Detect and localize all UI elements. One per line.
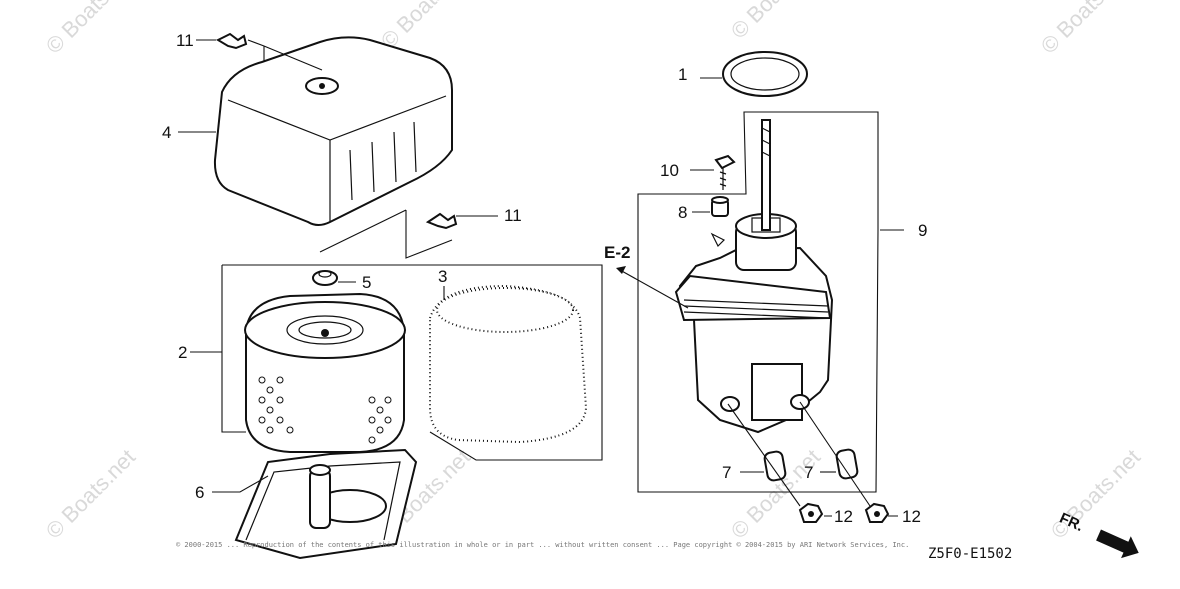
group-bracket: [637, 111, 879, 493]
callout-12: 12: [834, 507, 853, 526]
part-wing-nut: [425, 212, 458, 230]
part-filter-element: [244, 292, 406, 453]
arrowhead: [616, 266, 626, 274]
part-tube: [835, 448, 859, 480]
watermark-group: © Boats.net © Boats.net © Boats.net © Bo…: [41, 0, 1145, 544]
callout-1: 1: [678, 65, 687, 84]
watermark: © Boats.net: [41, 444, 140, 543]
copyright-text: © 2000-2015 ... Reproduction of the cont…: [176, 541, 909, 549]
filter-perforations: [258, 376, 392, 444]
part-foam-filter: [429, 284, 588, 444]
watermark: © Boats.net: [726, 0, 825, 44]
diagram-code: Z5F0-E1502: [928, 546, 1012, 562]
callout-3: 3: [438, 267, 447, 286]
callout-6: 6: [195, 483, 204, 502]
group-bracket: [221, 264, 603, 461]
callout-9: 9: [918, 221, 927, 240]
callout-7: 7: [722, 463, 731, 482]
callout-5: 5: [362, 273, 371, 292]
part-elbow-case: [674, 119, 834, 434]
leader-line: [727, 401, 871, 507]
callout-11: 11: [176, 31, 194, 50]
callout-10: 10: [660, 161, 679, 180]
callout-12: 12: [902, 507, 921, 526]
part-grommet: [312, 270, 338, 286]
part-nut: [864, 502, 890, 523]
leader-line: [619, 269, 689, 309]
section-reference: E-2: [604, 243, 630, 262]
part-base: [234, 448, 418, 560]
leader-line: [319, 209, 453, 259]
part-wing-nut: [215, 32, 248, 50]
part-nut: [798, 502, 824, 523]
part-tube: [763, 450, 787, 482]
leader-line: [212, 475, 269, 493]
part-bolt: [714, 154, 736, 190]
part-gasket: [722, 51, 808, 97]
watermark: © Boats.net: [1036, 0, 1135, 59]
leader-line: [247, 39, 323, 71]
watermark: © Boats.net: [41, 0, 140, 59]
part-collar: [711, 196, 729, 217]
watermark: © Boats.net: [1046, 444, 1145, 543]
callout-11: 11: [504, 206, 522, 225]
part-cover: [213, 36, 453, 226]
arrow-icon: [1096, 529, 1139, 559]
callout-2: 2: [178, 343, 187, 362]
callout-8: 8: [678, 203, 687, 222]
callout-4: 4: [162, 123, 171, 142]
callout-7: 7: [804, 463, 813, 482]
